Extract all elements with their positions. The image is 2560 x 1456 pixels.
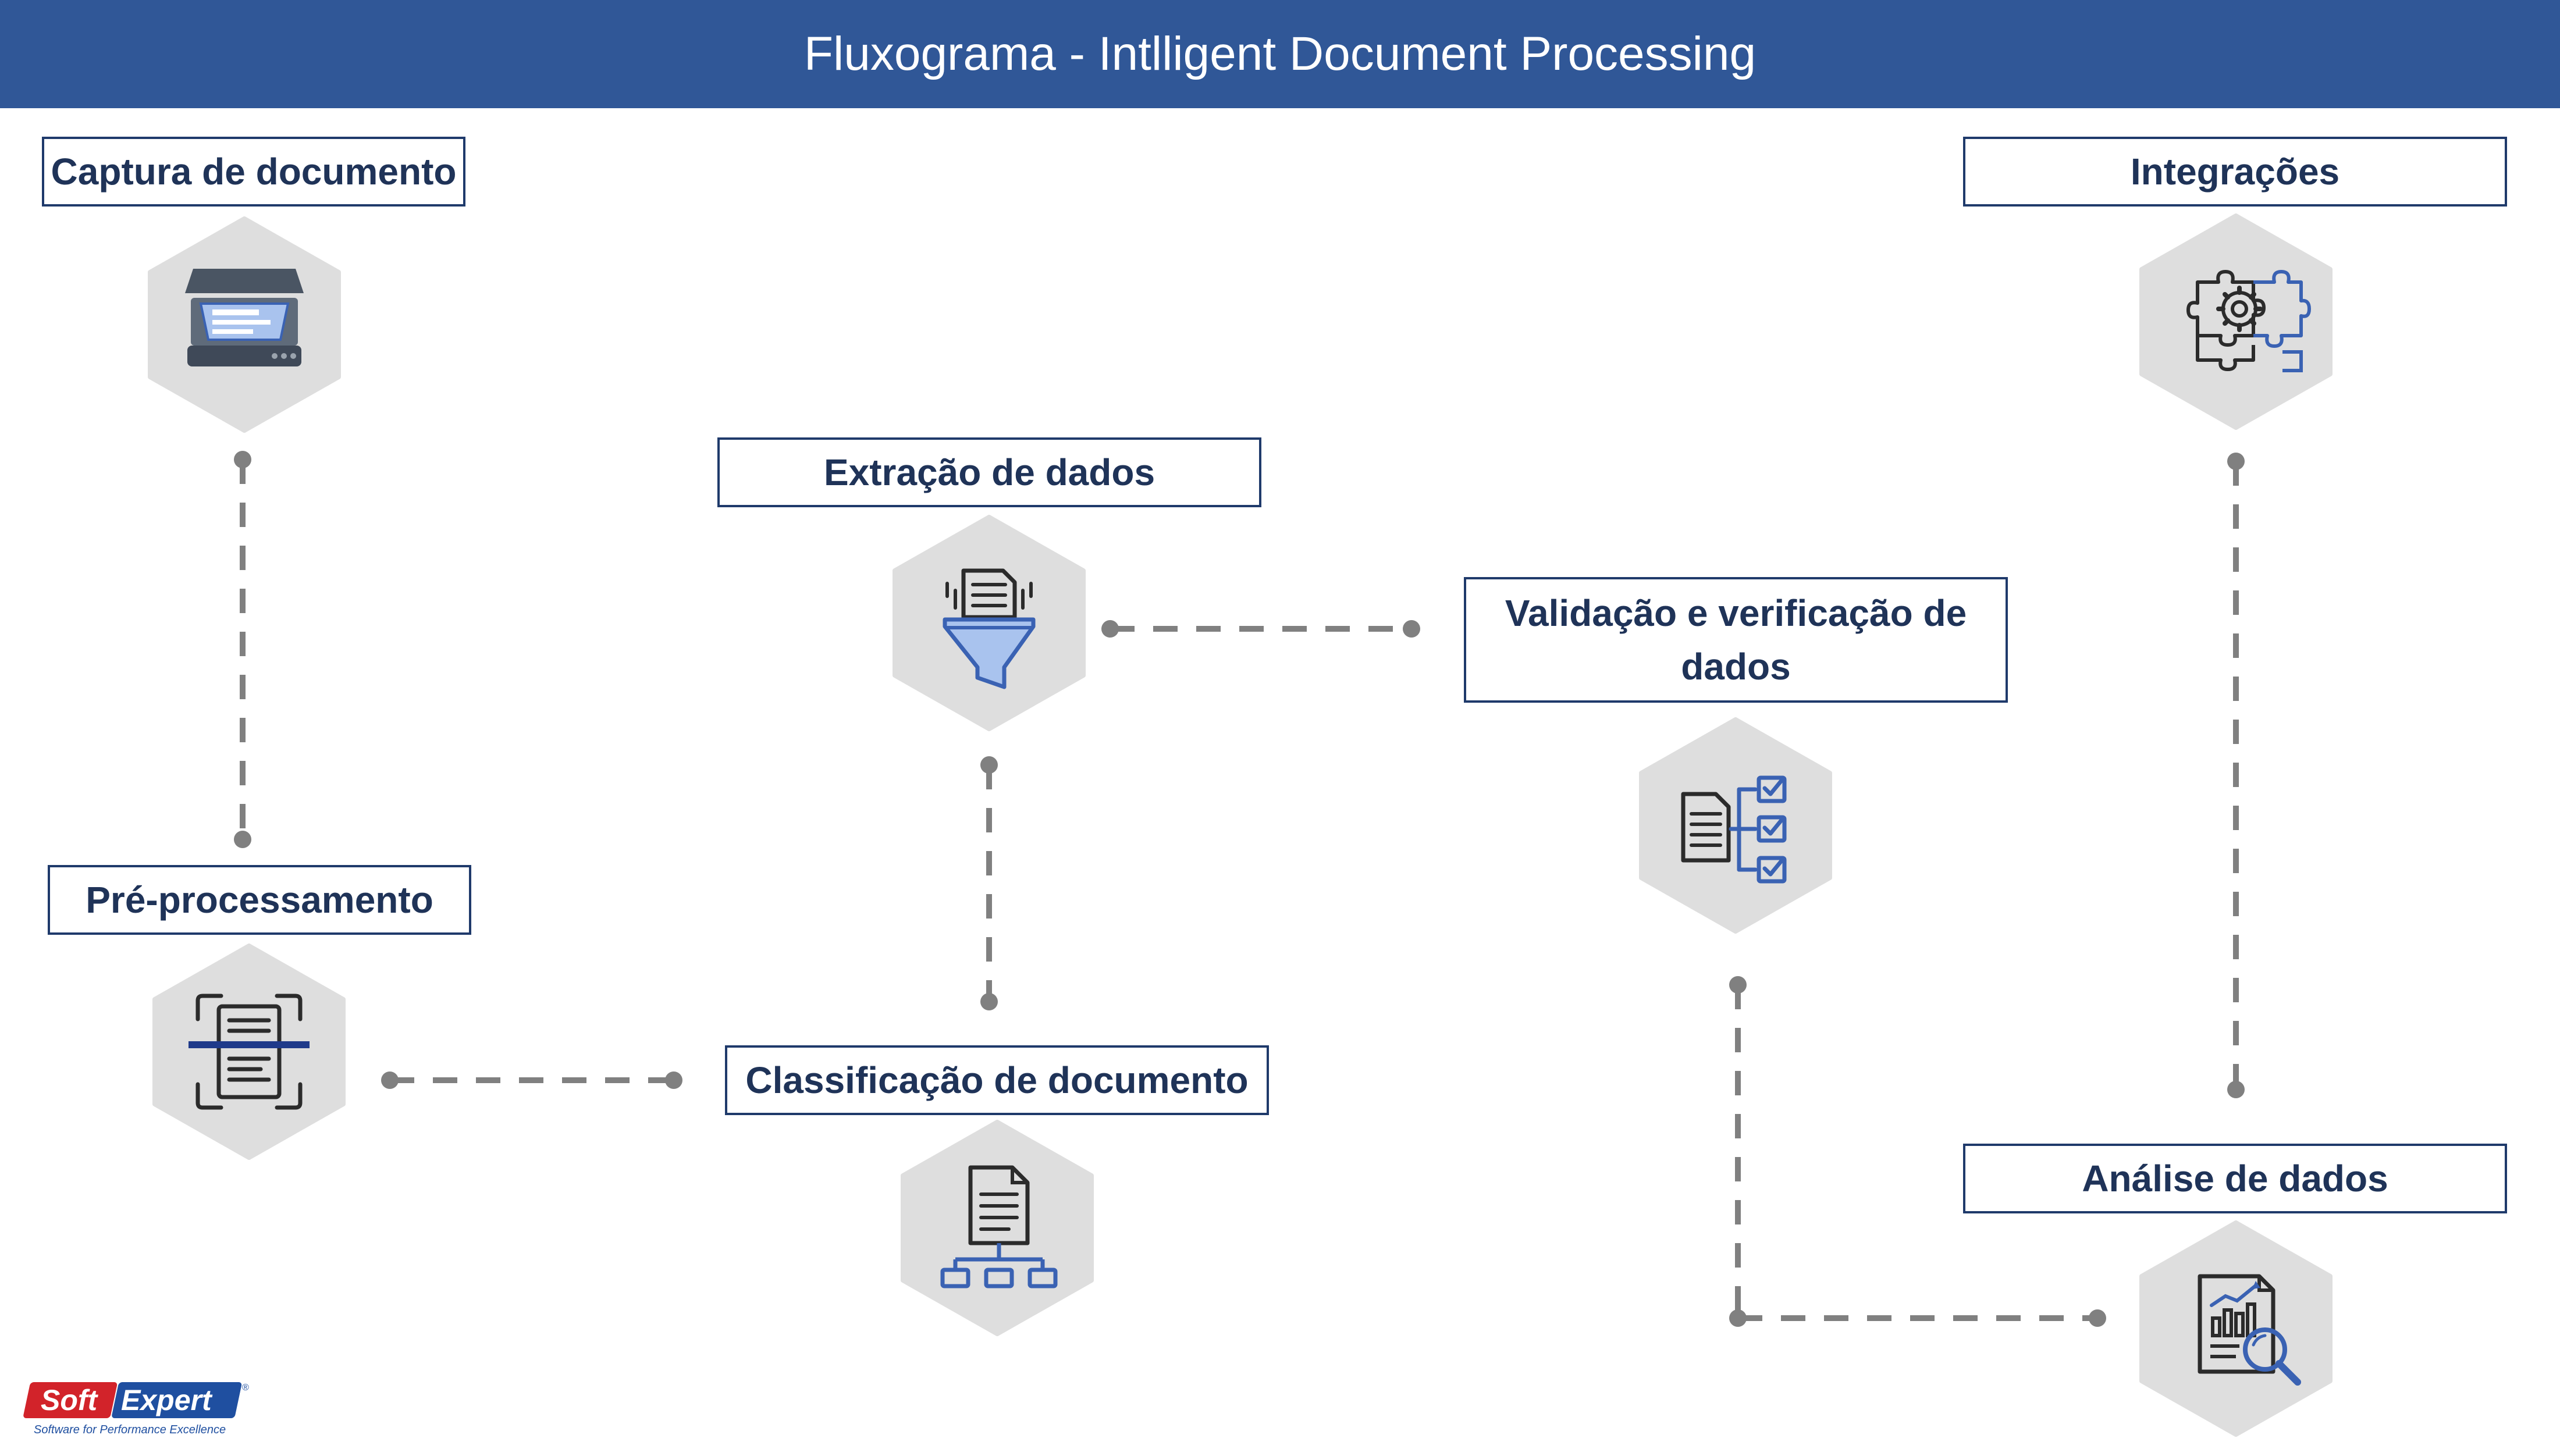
step-label-text: Pré-processamento [86, 879, 433, 921]
connector-dot [1403, 620, 1420, 638]
step-label-text: Análise de dados [2082, 1158, 2388, 1199]
connector-dot [2089, 1309, 2106, 1327]
scan-line [189, 1041, 310, 1048]
connector-dot [1729, 1309, 1747, 1327]
step-label-text: Validação e verificação de dados [1505, 592, 1967, 688]
logo-mark: Soft Expert ® Software for Performance E… [23, 1382, 249, 1436]
step-node-preprocess [152, 944, 346, 1160]
scanner-icon [185, 269, 304, 366]
step-label-text: Classificação de documento [745, 1059, 1249, 1101]
connector-dot [2227, 1081, 2245, 1098]
step-node-integration [2139, 213, 2333, 430]
step-node-analysis [2139, 1220, 2333, 1437]
puzzle-gear-icon [2186, 270, 2311, 372]
step-label-extraction: Extração de dados [717, 437, 1261, 507]
step-label-text: Integrações [2130, 151, 2340, 193]
step-label-preprocess: Pré-processamento [48, 865, 471, 935]
step-label-integration: Integrações [1963, 137, 2507, 207]
logo-tagline: Software for Performance Excellence [34, 1423, 226, 1436]
step-label-classification: Classificação de documento [725, 1045, 1269, 1115]
logo-brand-part1: Soft [41, 1384, 99, 1416]
connector-dot [980, 993, 998, 1010]
step-label-text: Extração de dados [823, 451, 1155, 493]
connector-dot [980, 756, 998, 774]
step-label-analysis: Análise de dados [1963, 1144, 2507, 1213]
step-node-classification [901, 1120, 1094, 1336]
connector-dot [1101, 620, 1119, 638]
softexpert-logo: Soft Expert ® Software for Performance E… [23, 1377, 256, 1441]
step-label-text: Captura de documento [51, 151, 457, 193]
step-label-capture: Captura de documento [42, 137, 465, 207]
connector-dot [665, 1071, 682, 1089]
step-node-capture [148, 216, 341, 433]
document-funnel-icon [943, 568, 1036, 689]
step-label-validation: Validação e verificação de dados [1464, 577, 2008, 703]
scan-document-icon [195, 994, 303, 1110]
connector-dot [234, 451, 251, 468]
header-bar: Fluxograma - Intlligent Document Process… [0, 0, 2560, 108]
step-node-extraction [893, 515, 1086, 731]
report-magnifier-icon [2198, 1274, 2301, 1386]
logo-brand-part2: Expert [121, 1384, 213, 1416]
checklist-icon [1681, 775, 1787, 884]
document-hierarchy-icon [940, 1165, 1058, 1288]
connector-dot [234, 831, 251, 848]
connector-dot [2227, 453, 2245, 470]
connector-dot [1729, 976, 1747, 994]
page-title: Fluxograma - Intlligent Document Process… [803, 27, 1757, 80]
connector-dot [381, 1071, 399, 1089]
logo-registered-mark: ® [242, 1383, 249, 1393]
step-node-validation [1639, 717, 1832, 934]
